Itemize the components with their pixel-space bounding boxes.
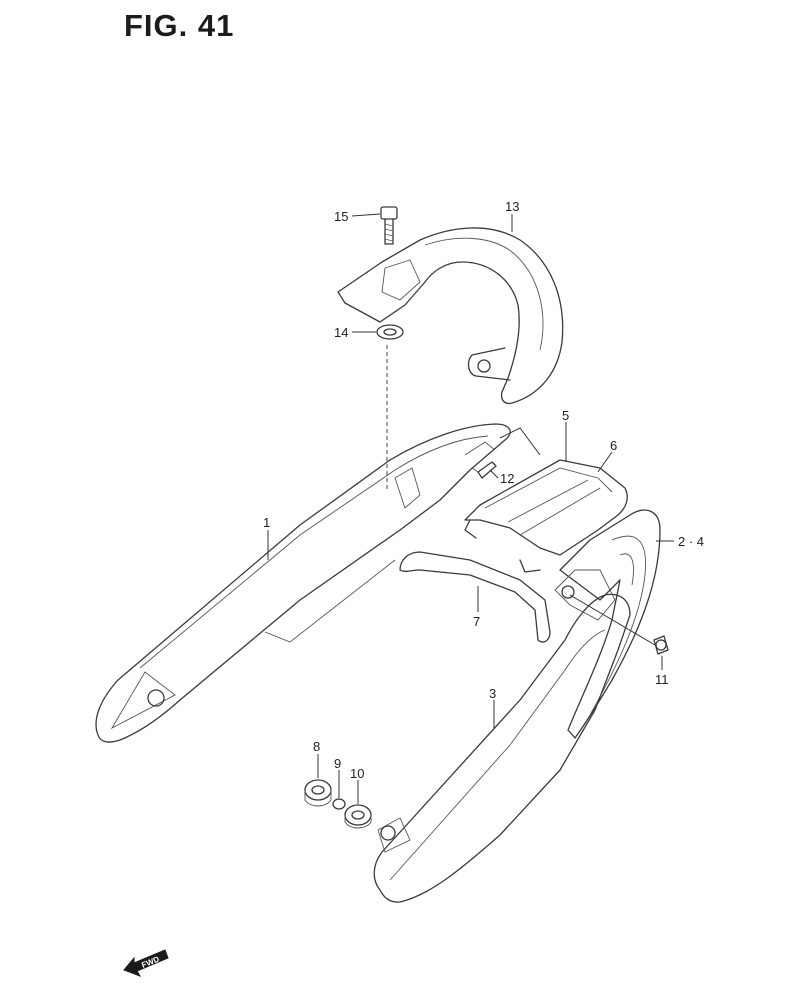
callout-7: 7: [473, 614, 480, 629]
screw-part: [569, 594, 669, 655]
callout-1: 1: [263, 515, 270, 530]
guide-line: [499, 427, 541, 456]
left-frame-cover-part: [95, 423, 511, 743]
bracket-part: [399, 551, 551, 643]
callout-2-4: 2 · 4: [678, 534, 704, 549]
right-frame-cover-part: [373, 569, 631, 903]
callout-13: 13: [505, 199, 519, 214]
callout-12: 12: [500, 471, 514, 486]
tail-cover-part: [464, 459, 628, 573]
callout-8: 8: [313, 739, 320, 754]
figure-title: FIG. 41: [124, 8, 235, 43]
damper-part: [344, 804, 372, 829]
callout-14: 14: [334, 325, 348, 340]
callout-9: 9: [334, 756, 341, 771]
right-side-panel-part: [559, 509, 661, 739]
callout-15: 15: [334, 209, 348, 224]
callout-6: 6: [610, 438, 617, 453]
washer-part: [376, 324, 404, 340]
forward-label: FWD: [140, 955, 160, 970]
callout-5: 5: [562, 408, 569, 423]
forward-direction-icon: FWD: [123, 949, 169, 977]
callout-10: 10: [350, 766, 364, 781]
bolt-part: [380, 206, 398, 245]
collar-part: [332, 798, 346, 810]
clip-part: [471, 461, 497, 479]
callout-3: 3: [489, 686, 496, 701]
grommet-part: [304, 779, 332, 807]
leader-lines: [267, 213, 674, 804]
grab-handle-part: [337, 227, 564, 405]
callout-11: 11: [655, 672, 669, 687]
